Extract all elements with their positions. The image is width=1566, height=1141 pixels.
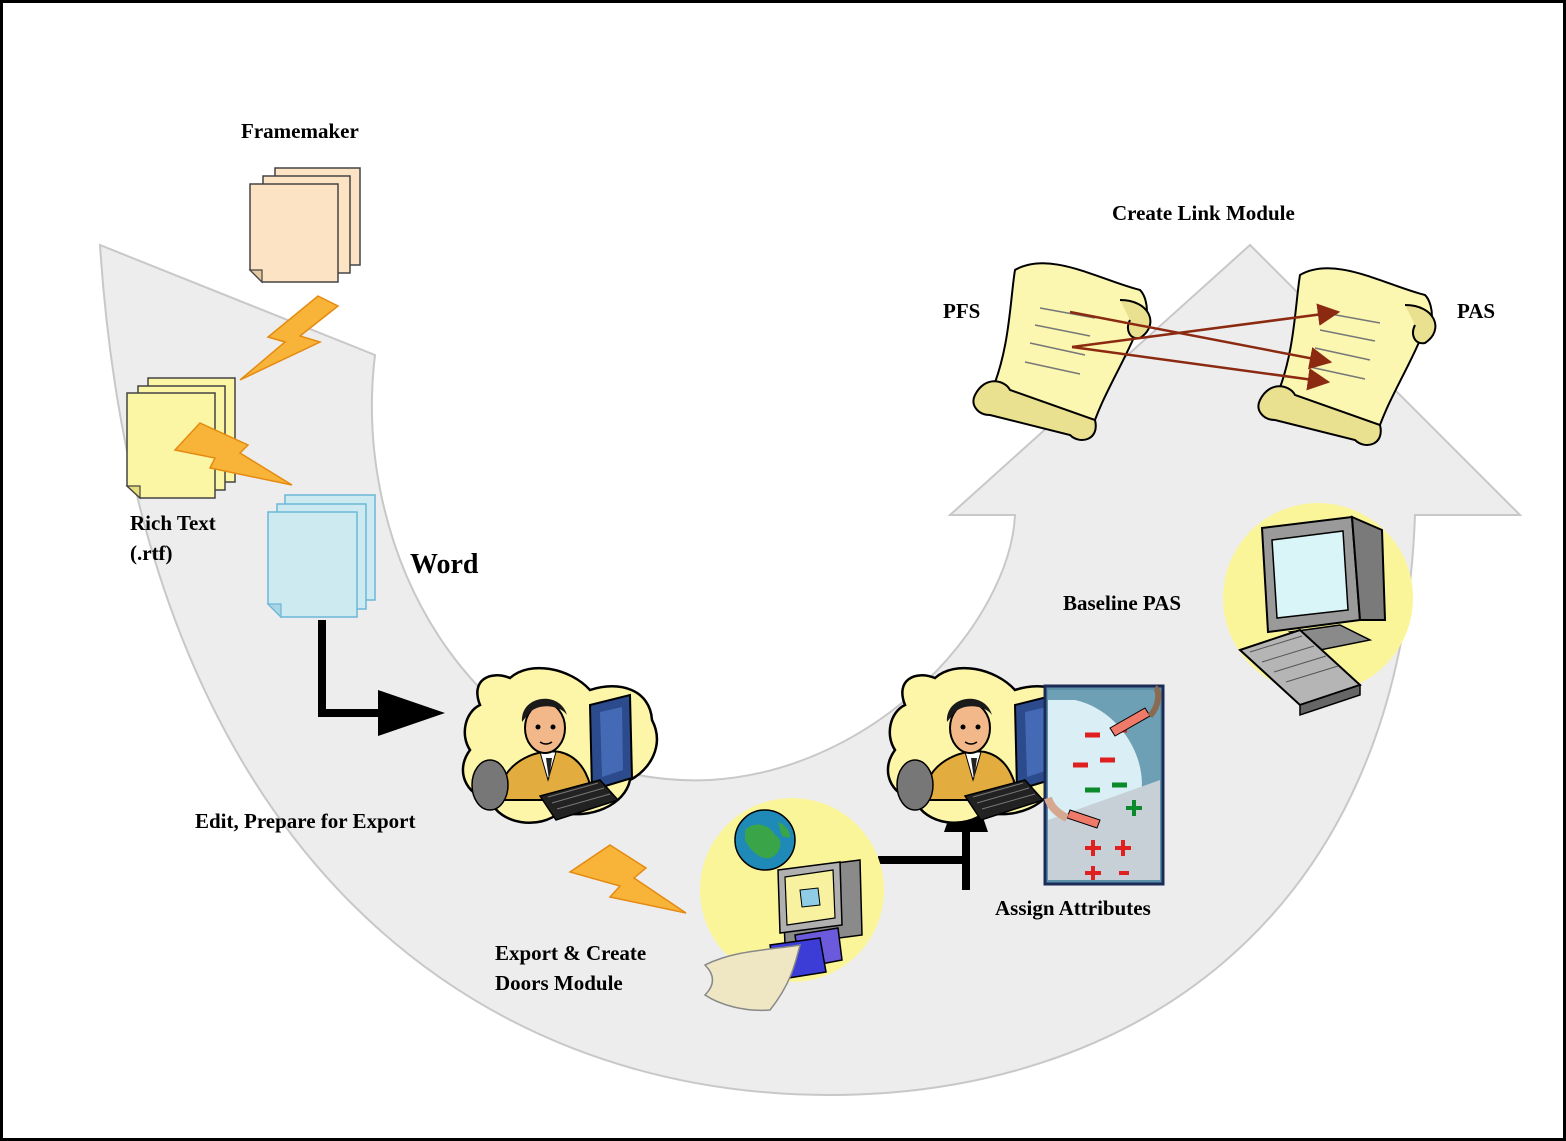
user-at-computer-icon bbox=[461, 666, 659, 824]
create-link-module-label: Create Link Module bbox=[1112, 201, 1295, 225]
globe-computer-icon bbox=[700, 798, 884, 1012]
lightning-icon bbox=[239, 295, 340, 381]
rich-text-ext-label: (.rtf) bbox=[130, 541, 173, 565]
pas-label: PAS bbox=[1457, 299, 1495, 323]
scroll-icon bbox=[972, 262, 1152, 441]
lightning-icon bbox=[568, 844, 687, 914]
pfs-label: PFS bbox=[943, 299, 980, 323]
link-arrows bbox=[1069, 303, 1341, 391]
framemaker-doc-icon bbox=[248, 167, 361, 284]
lightning-icon bbox=[173, 422, 293, 486]
export-create-label: Export & Create bbox=[495, 941, 646, 965]
word-label: Word bbox=[410, 549, 479, 580]
edit-prepare-label: Edit, Prepare for Export bbox=[195, 809, 415, 833]
edit-marks-icon bbox=[1043, 684, 1165, 886]
scroll-icon bbox=[1257, 267, 1437, 446]
computer-icon bbox=[1223, 503, 1413, 717]
flow-arrowhead bbox=[378, 690, 445, 736]
rich-text-label: Rich Text bbox=[130, 511, 216, 535]
baseline-pas-label: Baseline PAS bbox=[1063, 591, 1181, 615]
doors-module-label: Doors Module bbox=[495, 971, 623, 995]
flow-arrow-to-edit bbox=[318, 620, 385, 717]
rich-text-doc-icon bbox=[125, 377, 236, 500]
word-doc-icon bbox=[266, 494, 376, 619]
assign-attributes-label: Assign Attributes bbox=[995, 896, 1151, 920]
framemaker-label: Framemaker bbox=[241, 119, 359, 143]
